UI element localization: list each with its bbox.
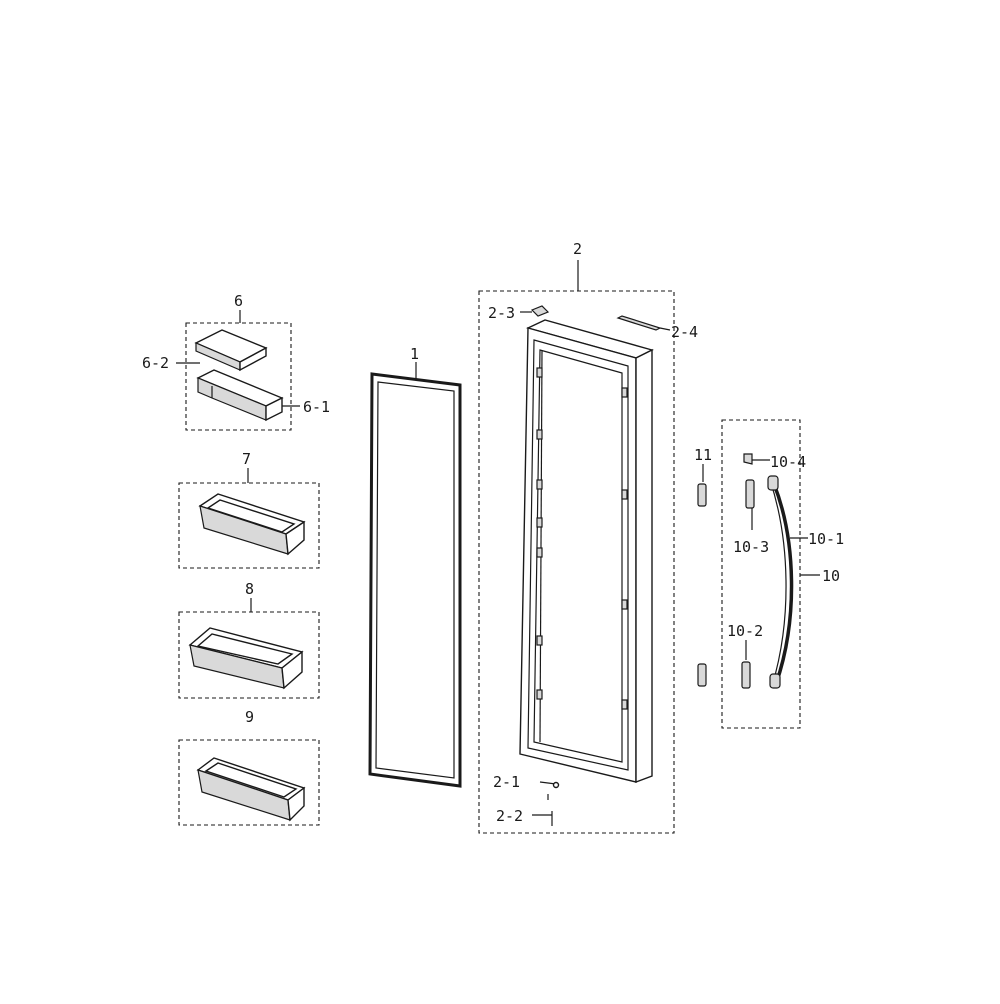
group-9-box [178, 739, 320, 826]
part-10-4-clip [743, 453, 753, 465]
part-11-handle-mount: 11 [694, 446, 712, 687]
part-1-gasket: 1 [368, 345, 462, 788]
label-10: 10 [822, 567, 840, 585]
label-6: 6 [234, 292, 243, 310]
label-7: 7 [242, 450, 251, 468]
group-2-box [478, 290, 675, 834]
label-8: 8 [245, 580, 254, 598]
part-2-door-liner [519, 319, 654, 784]
part-group-7: 7 [178, 450, 320, 569]
label-10-1: 10-1 [808, 530, 844, 548]
part-group-6: 6 6-2 6-1 [142, 292, 330, 431]
group-10-box [721, 419, 801, 729]
label-6-2: 6-2 [142, 354, 169, 372]
part-6-1-bin [196, 369, 284, 422]
part-7-door-bin [198, 493, 306, 556]
label-11: 11 [694, 446, 712, 464]
label-1: 1 [410, 345, 419, 363]
part-group-9: 9 [178, 708, 320, 826]
label-10-4: 10-4 [770, 453, 806, 471]
part-2-1-hinge-pin [539, 781, 560, 800]
group-7-box [178, 482, 320, 569]
part-10-1-handle-bar [767, 475, 794, 689]
part-2-3-cap [530, 305, 550, 317]
part-2-4-strip [616, 315, 662, 331]
label-10-3: 10-3 [733, 538, 769, 556]
label-2-4: 2-4 [671, 323, 698, 341]
label-6-1: 6-1 [303, 398, 330, 416]
label-2: 2 [573, 240, 582, 258]
part-8-door-bin [188, 627, 304, 690]
label-9: 9 [245, 708, 254, 726]
part-6-2-cover [194, 329, 268, 372]
label-2-3: 2-3 [488, 304, 515, 322]
label-2-2: 2-2 [496, 807, 523, 825]
part-group-2: 2 2-3 [478, 240, 698, 834]
part-group-10: 10-4 10-3 10-1 10 10-2 [721, 419, 844, 729]
part-10-2-bracket [741, 661, 751, 689]
group-6-box [185, 322, 292, 431]
part-10-3-bracket [745, 479, 755, 509]
label-10-2: 10-2 [727, 622, 763, 640]
part-9-door-bin [196, 757, 306, 822]
part-group-8: 8 [178, 580, 320, 699]
label-2-1: 2-1 [493, 773, 520, 791]
part-2-2-screw [532, 811, 553, 826]
group-8-box [178, 611, 320, 699]
